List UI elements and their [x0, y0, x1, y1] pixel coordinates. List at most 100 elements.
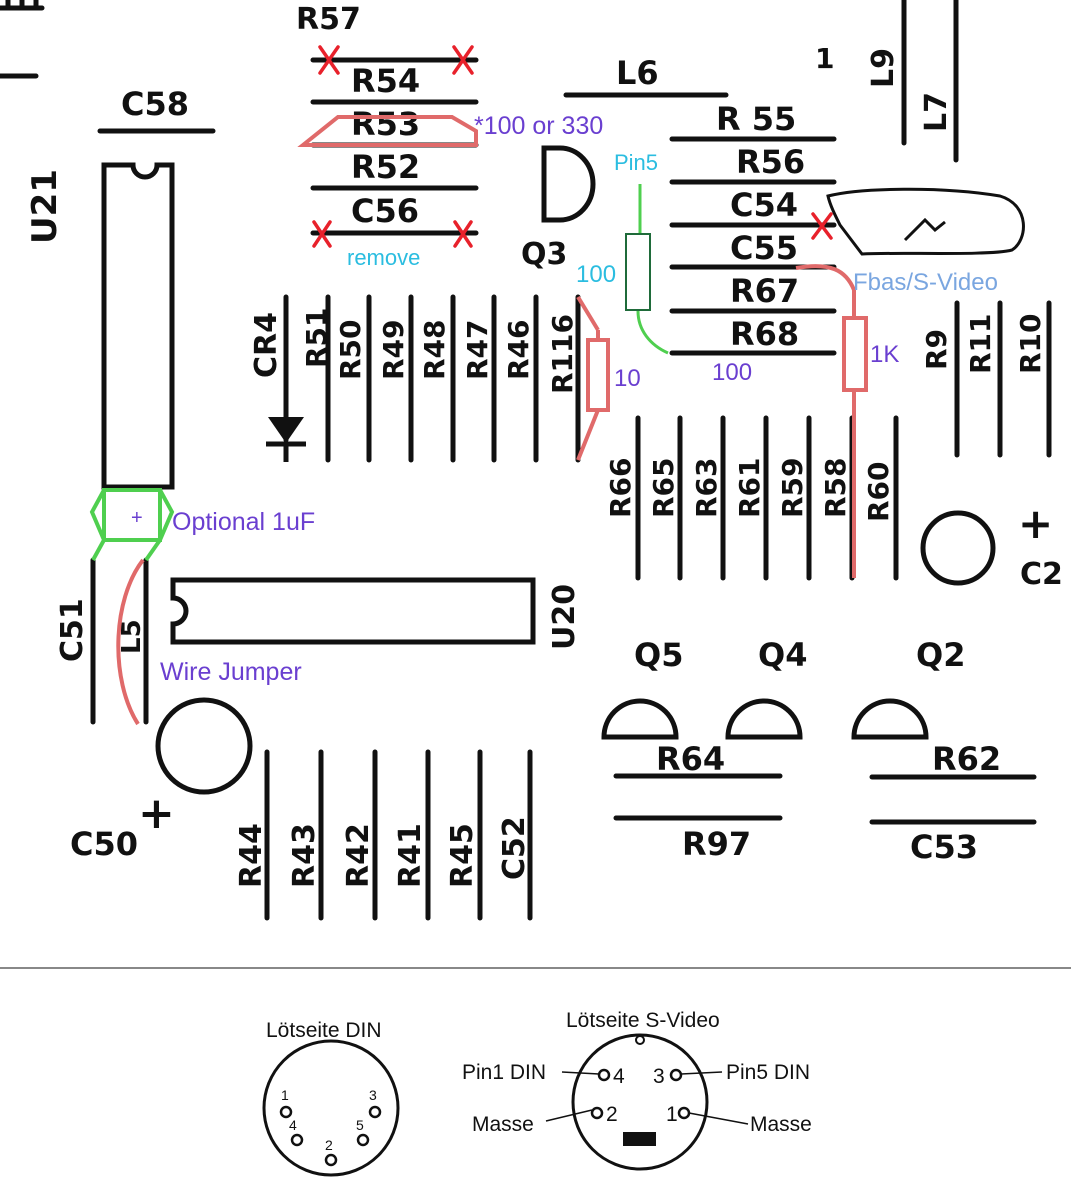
svideo-key-notch [623, 1132, 656, 1146]
label-u21: U21 [25, 169, 65, 244]
optional-cap-plus: + [131, 507, 143, 529]
label-r62: R62 [932, 740, 1001, 778]
remove-x-icon [811, 212, 833, 240]
svideo-outline [571, 1033, 709, 1171]
q4-transistor [725, 698, 803, 740]
din-pin [279, 1105, 293, 1119]
din-connector: Lötseite DIN 1 3 4 5 2 [262, 1019, 400, 1177]
din-pin [356, 1133, 370, 1147]
label-c58: C58 [121, 85, 189, 123]
din-pin-label: 2 [325, 1137, 333, 1153]
pin5-green-wire [636, 184, 669, 355]
din-pin-label: 5 [356, 1117, 364, 1133]
label-r9: R9 [920, 329, 953, 370]
resistor-10-box [586, 338, 610, 412]
label-r47: R47 [461, 319, 494, 380]
svideo-pin1-din-label: Pin1 DIN [462, 1061, 546, 1084]
label-l7: L7 [919, 92, 954, 132]
label-r56: R56 [736, 143, 805, 181]
svideo-pin [677, 1106, 691, 1120]
label-c50: C50 [70, 825, 138, 863]
label-r55: R 55 [716, 100, 796, 138]
label-r116: R116 [546, 314, 579, 394]
svideo-pin-number: 2 [606, 1103, 618, 1126]
label-r48: R48 [418, 319, 451, 380]
svideo-pin-number: 3 [653, 1065, 665, 1088]
din-pin [368, 1105, 382, 1119]
remove-note: remove [347, 245, 420, 270]
label-r67: R67 [730, 272, 799, 310]
label-r61: R61 [733, 457, 766, 518]
label-c50-plus: + [138, 788, 175, 839]
annotations: *100 or 330 remove Pin5 100 100 Fbas/S-V… [131, 112, 998, 686]
remove-x-icon [312, 220, 332, 248]
q2-transistor [851, 698, 929, 740]
q5-transistor [601, 698, 679, 740]
svideo-pin [669, 1068, 683, 1082]
optional-cap-note: Optional 1uF [172, 508, 315, 536]
label-r57: R57 [296, 2, 361, 37]
din-pin-label: 4 [289, 1117, 297, 1133]
wire-jumper-note: Wire Jumper [160, 658, 302, 686]
label-cr4: CR4 [249, 312, 284, 378]
label-r10: R10 [1014, 313, 1047, 374]
svideo-pin-number: 1 [666, 1103, 678, 1126]
din-title: Lötseite DIN [266, 1019, 382, 1042]
svideo-masse-right-label: Masse [750, 1113, 812, 1136]
resistor-1k-box [842, 316, 868, 392]
din-pin-label: 3 [369, 1087, 377, 1103]
remove-x-icon [452, 45, 474, 75]
svideo-pin [597, 1068, 611, 1082]
label-r60: R60 [862, 461, 895, 522]
label-r66: R66 [604, 457, 637, 518]
din-pin [324, 1153, 338, 1167]
label-r46: R46 [502, 319, 535, 380]
label-r52: R52 [351, 148, 420, 186]
din-pin-label: 1 [281, 1087, 289, 1103]
r53-value-note: *100 or 330 [474, 112, 603, 140]
label-q4: Q4 [758, 636, 807, 674]
label-r11: R11 [964, 313, 997, 374]
label-r63: R63 [690, 457, 723, 518]
q3-transistor [541, 145, 596, 223]
label-r54: R54 [351, 62, 420, 100]
label-q5: Q5 [634, 636, 683, 674]
label-l5: L5 [117, 619, 147, 654]
label-c2: C2 [1020, 557, 1063, 592]
c50-capacitor [155, 697, 253, 795]
silkscreen-labels: R57 R54 R53 R52 C56 C58 U21 L6 1 L9 L7 R… [25, 2, 1063, 888]
u21-ic-outline [101, 162, 175, 490]
resistor-100-vertical [625, 233, 651, 311]
resistor-10-label: 10 [614, 365, 641, 392]
label-r42: R42 [341, 823, 376, 888]
din-pin [290, 1133, 304, 1147]
fbas-red-wire [795, 264, 856, 578]
label-c51: C51 [55, 598, 90, 662]
label-r43: R43 [287, 823, 322, 888]
label-r58: R58 [819, 457, 852, 518]
label-r41: R41 [393, 823, 428, 888]
label-c2-plus: + [1018, 499, 1053, 548]
hand-drawn-outline [826, 187, 1025, 256]
optional-cap-outline [89, 488, 175, 562]
remove-x-icon [453, 220, 473, 248]
cr4-diode-symbol [266, 417, 306, 462]
fbas-note: Fbas/S-Video [853, 269, 998, 296]
label-c52: C52 [497, 816, 532, 880]
svideo-pin-number: 4 [613, 1065, 625, 1088]
svideo-connector: Lötseite S-Video 4 3 2 1 Pin1 DIN Pin5 D… [462, 1009, 812, 1171]
label-r68: R68 [730, 315, 799, 353]
wire-jumper [116, 558, 145, 726]
label-l9: L9 [866, 48, 901, 88]
svideo-title: Lötseite S-Video [566, 1009, 720, 1032]
silkscreen-lines [0, 0, 1052, 921]
label-c54: C54 [730, 186, 798, 224]
label-r65: R65 [647, 457, 680, 518]
resistor-1k-label: 1K [870, 341, 899, 368]
label-r59: R59 [776, 457, 809, 518]
svideo-pin5-din-label: Pin5 DIN [726, 1061, 810, 1084]
label-one: 1 [815, 42, 834, 75]
svideo-key-dot [635, 1035, 645, 1045]
r53-replacement-outline [297, 115, 478, 147]
